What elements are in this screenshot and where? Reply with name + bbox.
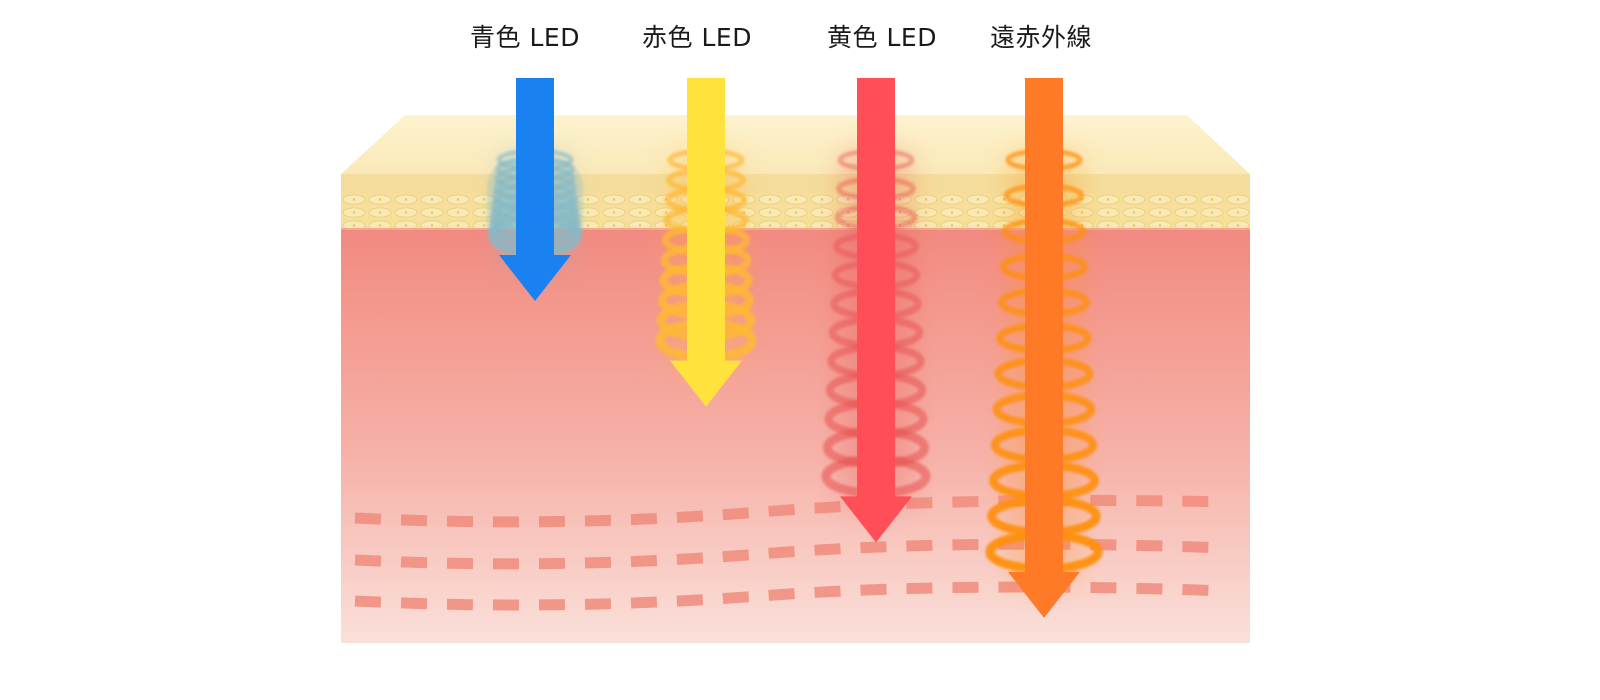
epidermis-cell-layer bbox=[341, 193, 1250, 229]
beam-shaft bbox=[516, 78, 554, 257]
beam-1 bbox=[655, 78, 757, 407]
beam-3 bbox=[985, 78, 1103, 618]
dermis-layer bbox=[341, 229, 1250, 643]
beam-arrowhead bbox=[1008, 571, 1080, 618]
beam-shaft bbox=[1025, 78, 1063, 574]
beam-label-red-led: 赤色 LED bbox=[642, 23, 752, 52]
beam-arrowhead bbox=[840, 496, 912, 543]
beam-2 bbox=[821, 78, 931, 543]
beam-shaft bbox=[857, 78, 895, 499]
stratum-band bbox=[341, 174, 1250, 194]
beam-0 bbox=[487, 78, 583, 301]
beam-label-yellow-led: 黄色 LED bbox=[827, 23, 937, 52]
beam-label-far-infrared: 遠赤外線 bbox=[989, 23, 1093, 52]
skin-surface bbox=[341, 115, 1250, 174]
light-beams bbox=[487, 78, 1103, 618]
beam-arrowhead bbox=[670, 360, 742, 407]
beam-shaft bbox=[687, 78, 725, 363]
beam-label-blue-led: 青色 LED bbox=[470, 23, 580, 52]
beam-arrowhead bbox=[499, 254, 571, 301]
